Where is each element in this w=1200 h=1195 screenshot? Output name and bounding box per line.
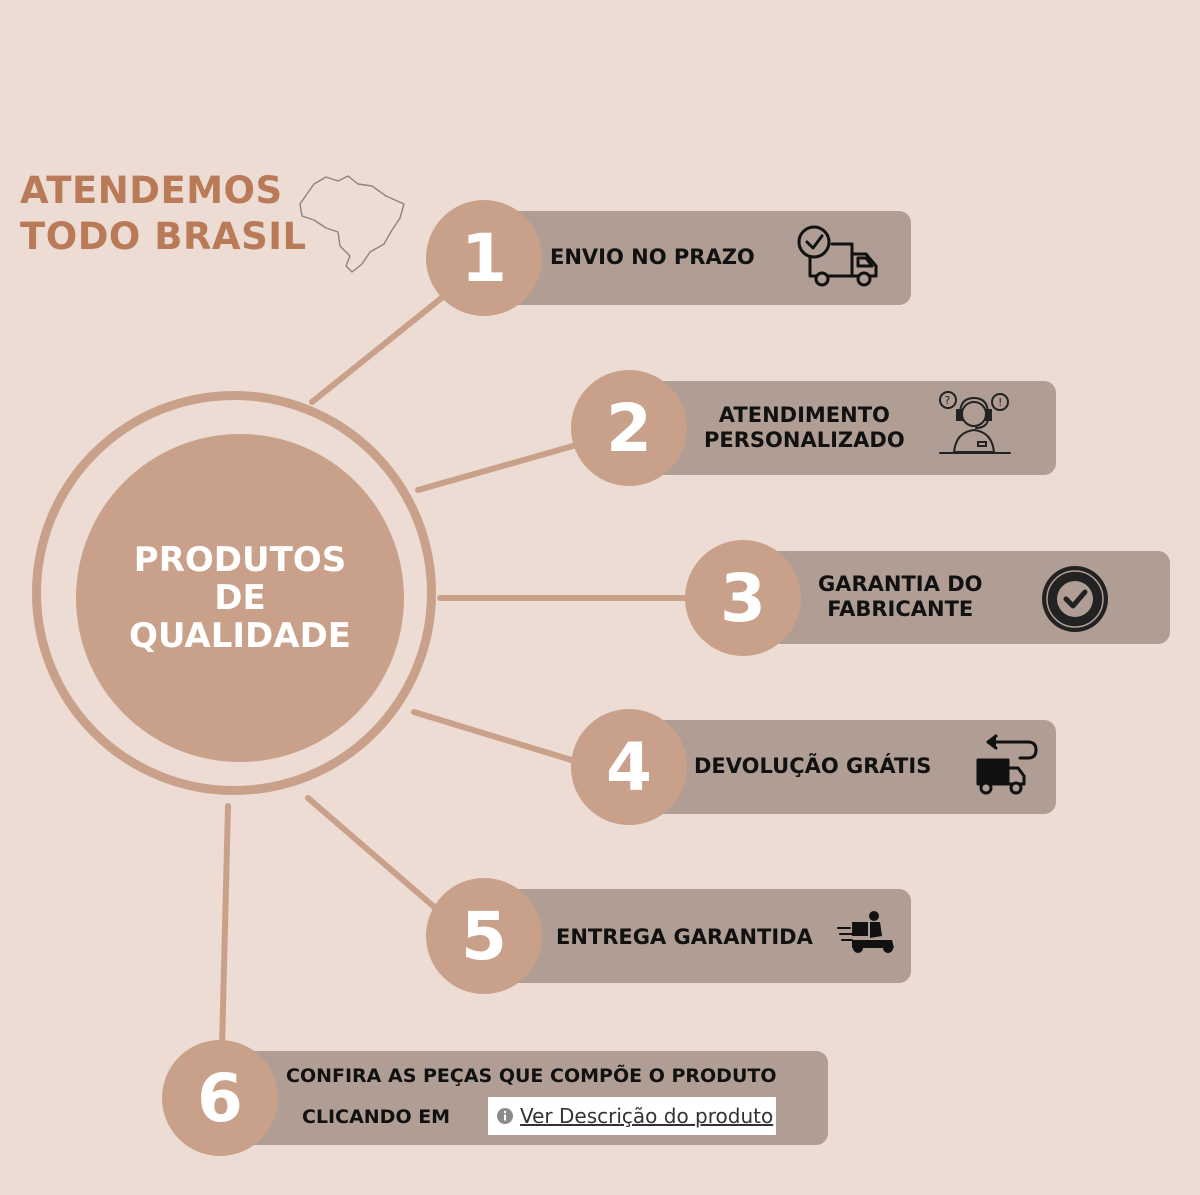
- return-truck-icon: [976, 734, 1038, 795]
- hub-circle: PRODUTOS DE QUALIDADE: [76, 434, 404, 762]
- step-number-2: 2: [571, 370, 687, 486]
- feature-bar-1: [488, 211, 911, 305]
- brazil-map-icon: [299, 175, 405, 273]
- step-number-1: 1: [426, 200, 542, 316]
- customer-support-headset-icon: ? !: [939, 391, 1011, 454]
- step-number-6: 6: [162, 1040, 278, 1156]
- delivery-truck-clock-icon: [797, 225, 878, 287]
- approved-seal-icon: [1042, 566, 1108, 632]
- headline-line-1: ATENDEMOS: [20, 169, 283, 212]
- link-text[interactable]: Ver Descrição do produto: [520, 1104, 774, 1128]
- svg-text:!: !: [998, 396, 1002, 409]
- svg-text:?: ?: [945, 394, 951, 407]
- feature-label-6: CONFIRA AS PEÇAS QUE COMPÕE O PRODUTO: [286, 1065, 777, 1087]
- hub-line-3: QUALIDADE: [128, 616, 352, 656]
- step-number-5: 5: [426, 878, 542, 994]
- step-number-4: 4: [571, 709, 687, 825]
- feature-label-5: ENTREGA GARANTIDA: [556, 925, 813, 949]
- headline-line-2: TODO BRASIL: [20, 215, 307, 258]
- step-number-3: 3: [685, 540, 801, 656]
- hub-line-1: PRODUTOS: [133, 540, 347, 580]
- delivery-scooter-icon: [837, 911, 894, 953]
- info-icon: [497, 1108, 513, 1124]
- feature-label-2: ATENDIMENTO PERSONALIZADO: [704, 403, 905, 452]
- headline: ATENDEMOS TODO BRASIL: [20, 168, 307, 260]
- feature-label-3: GARANTIA DO FABRICANTE: [818, 572, 983, 621]
- hub-outer-ring: [32, 391, 436, 795]
- feature-bar-5: [488, 889, 911, 983]
- feature-bar-2: [632, 381, 1056, 475]
- feature-label-4: DEVOLUÇÃO GRÁTIS: [694, 754, 932, 778]
- feature-label-6-line-2: CLICANDO EM: [302, 1106, 451, 1128]
- product-description-link[interactable]: Ver Descrição do produto: [488, 1097, 776, 1135]
- hub-text: PRODUTOS DE QUALIDADE: [129, 541, 351, 655]
- hub-line-2: DE: [214, 578, 266, 618]
- feature-label-1: ENVIO NO PRAZO: [550, 245, 755, 269]
